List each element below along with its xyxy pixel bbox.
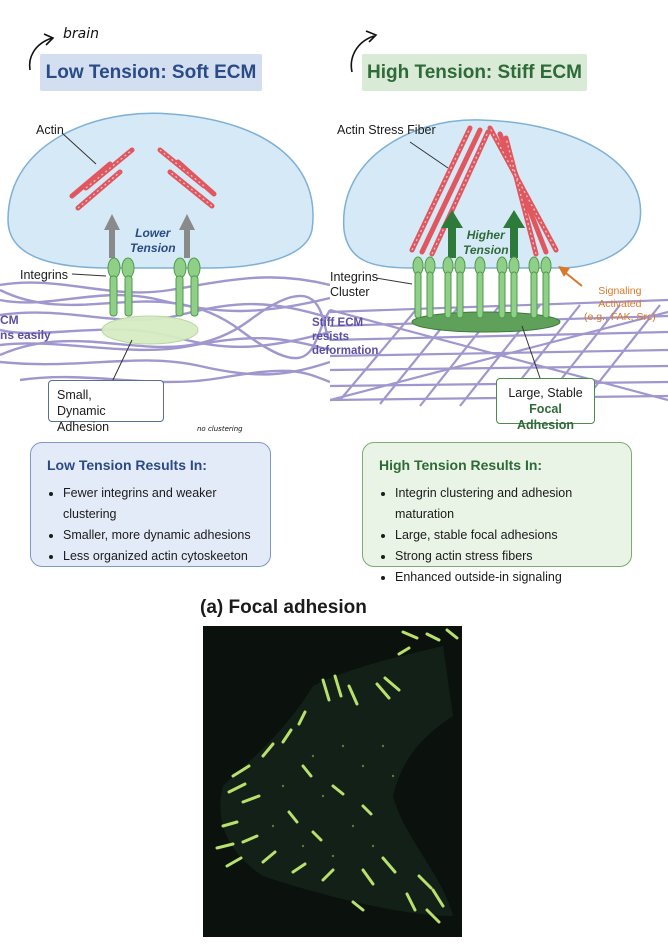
right-cell-diagram bbox=[330, 119, 668, 407]
large-adhesion-plaque bbox=[411, 311, 561, 333]
right-cell-body bbox=[343, 119, 642, 269]
list-item: Enhanced outside-in signaling bbox=[395, 567, 615, 588]
high-tension-results-title: High Tension Results In: bbox=[379, 457, 543, 473]
left-integrins-label: Integrins bbox=[20, 268, 68, 282]
low-tension-results-list: Fewer integrins and weaker clustering Sm… bbox=[47, 483, 254, 567]
small-dynamic-adhesion-callout: Small,Dynamic Adhesion bbox=[48, 380, 164, 434]
handwritten-brain-note: brain bbox=[63, 26, 99, 42]
lower-tension-arrows bbox=[104, 214, 195, 258]
list-item: Large, stable focal adhesions bbox=[395, 525, 615, 546]
list-item: Strong actin stress fibers bbox=[395, 546, 615, 567]
focal-adhesion-micrograph bbox=[203, 626, 462, 937]
list-item: Integrin clustering and adhesion maturat… bbox=[395, 483, 615, 525]
micrograph-caption: (a) Focal adhesion bbox=[200, 597, 367, 618]
stiff-ecm-mesh bbox=[330, 298, 668, 407]
small-adhesion-plaque bbox=[101, 315, 199, 345]
high-tension-results-box: High Tension Results In: Integrin cluste… bbox=[362, 442, 632, 584]
left-cell-diagram bbox=[0, 112, 330, 384]
left-cell-body bbox=[7, 112, 314, 269]
list-item: Fewer integrins and weaker clustering bbox=[63, 483, 254, 525]
low-tension-results-title: Low Tension Results In: bbox=[47, 457, 207, 473]
right-panel-title: High Tension: Stiff ECM bbox=[362, 54, 587, 91]
focal-adhesion-puncta bbox=[215, 628, 459, 924]
left-panel-title: Low Tension: Soft ECM bbox=[40, 54, 262, 91]
soft-ecm-fibers bbox=[0, 276, 330, 384]
low-tension-results-box: Low Tension Results In: Fewer integrins … bbox=[30, 442, 271, 567]
left-integrins bbox=[107, 257, 201, 317]
right-actin-label: Actin Stress Fiber bbox=[337, 123, 436, 137]
high-tension-results-list: Integrin clustering and adhesion maturat… bbox=[379, 483, 615, 588]
list-item: Smaller, more dynamic adhesions bbox=[63, 525, 254, 546]
handwritten-no-clustering-note: no clustering bbox=[197, 425, 243, 433]
higher-tension-arrows bbox=[441, 210, 525, 258]
handwritten-arrows bbox=[28, 30, 378, 73]
left-actin-label: Actin bbox=[36, 123, 64, 137]
list-item: Less organized actin cytoskeeton bbox=[63, 546, 254, 567]
integrin-cluster bbox=[412, 256, 552, 319]
